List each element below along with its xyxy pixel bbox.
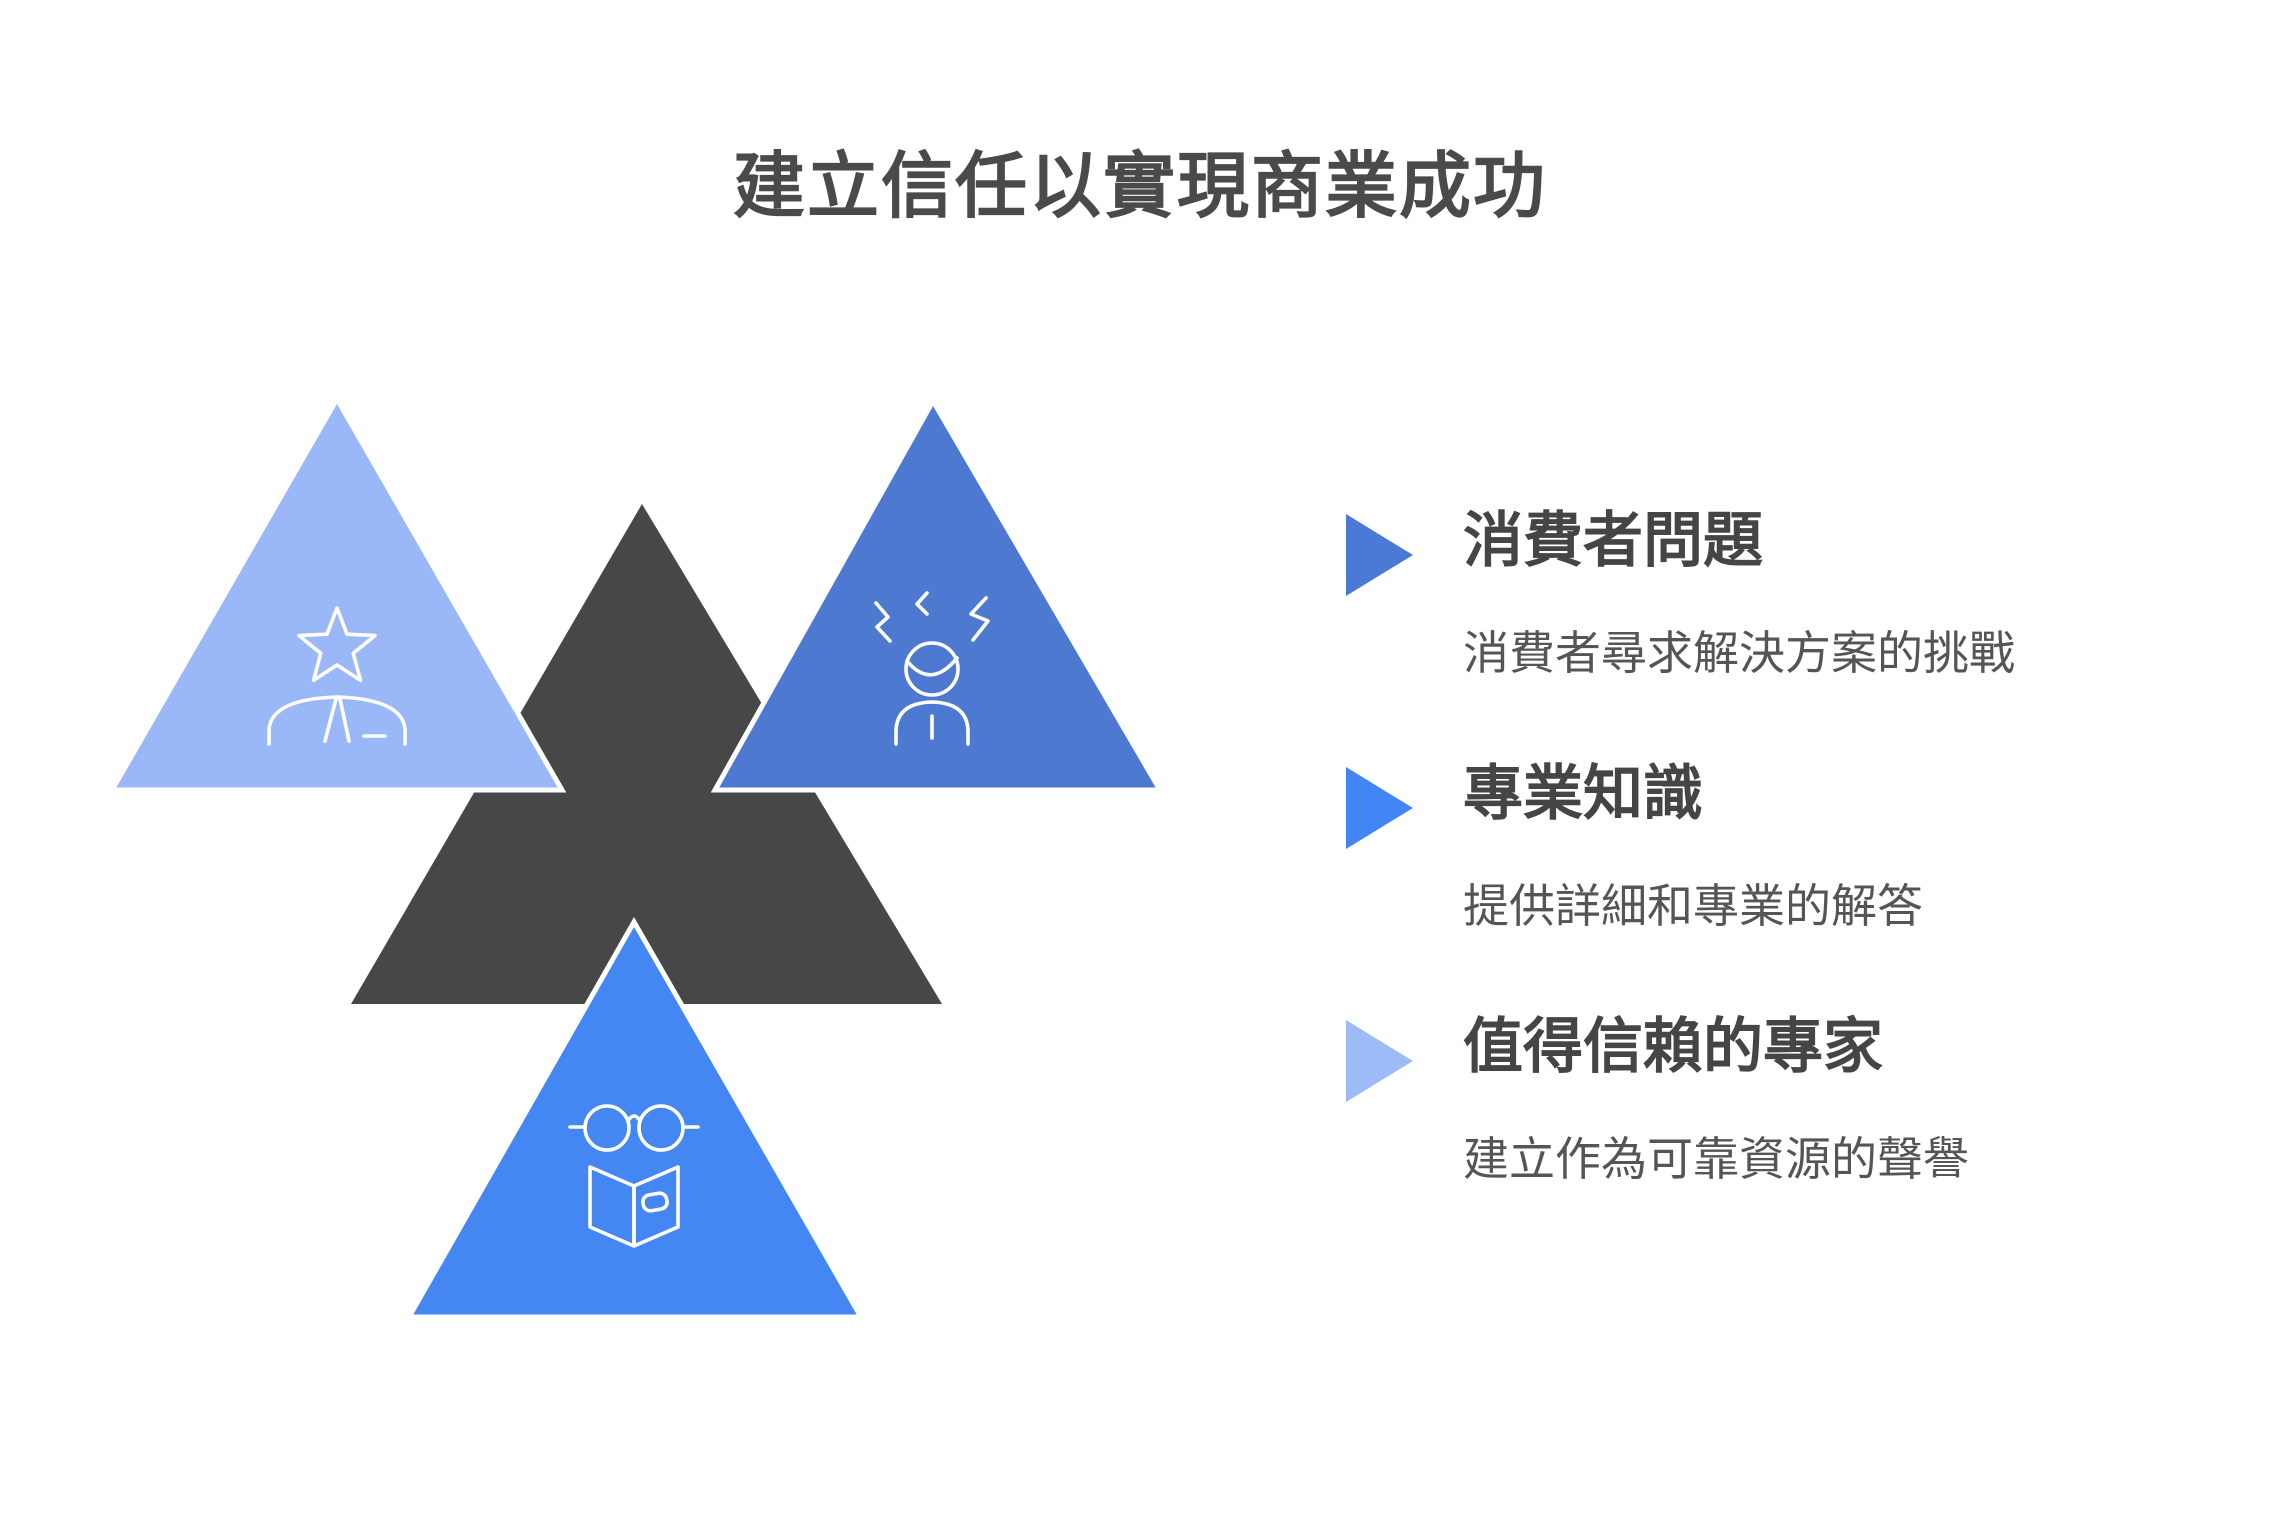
page-title: 建立信任以實現商業成功 (732, 147, 1547, 227)
list-item-subtitle: 提供詳細和專業的解答 (1463, 880, 1923, 932)
list-item: 值得信賴的專家 建立作為可靠資源的聲譽 (1346, 1011, 2146, 1189)
triangle-bullet-icon (1346, 514, 1413, 596)
list-item-subtitle: 消費者尋求解決方案的挑戰 (1463, 627, 2015, 679)
star-person-icon (267, 606, 407, 746)
center-dark-triangle (351, 504, 942, 1004)
glasses-open-book-icon (568, 1104, 700, 1248)
list-item-text: 消費者問題 消費者尋求解決方案的挑戰 (1463, 505, 2015, 683)
triangle-bullet-icon (1346, 1020, 1413, 1102)
triangle-bottom (404, 916, 866, 1320)
frustrated-person-icon (874, 591, 990, 746)
triangle-top-left (107, 393, 567, 793)
list-item-title: 值得信賴的專家 (1463, 1013, 1883, 1080)
list-item-text: 專業知識 提供詳細和專業的解答 (1463, 758, 1923, 936)
list-item-title: 消費者問題 (1463, 507, 1763, 574)
list-item-subtitle: 建立作為可靠資源的聲譽 (1463, 1133, 1969, 1185)
triangle-bullet-icon (1346, 767, 1413, 849)
list-item: 消費者問題 消費者尋求解決方案的挑戰 (1346, 505, 2146, 683)
list-item-text: 值得信賴的專家 建立作為可靠資源的聲譽 (1463, 1011, 1969, 1189)
list-item: 專業知識 提供詳細和專業的解答 (1346, 758, 2146, 936)
triangle-top-right (710, 395, 1165, 793)
list-item-title: 專業知識 (1463, 760, 1703, 827)
